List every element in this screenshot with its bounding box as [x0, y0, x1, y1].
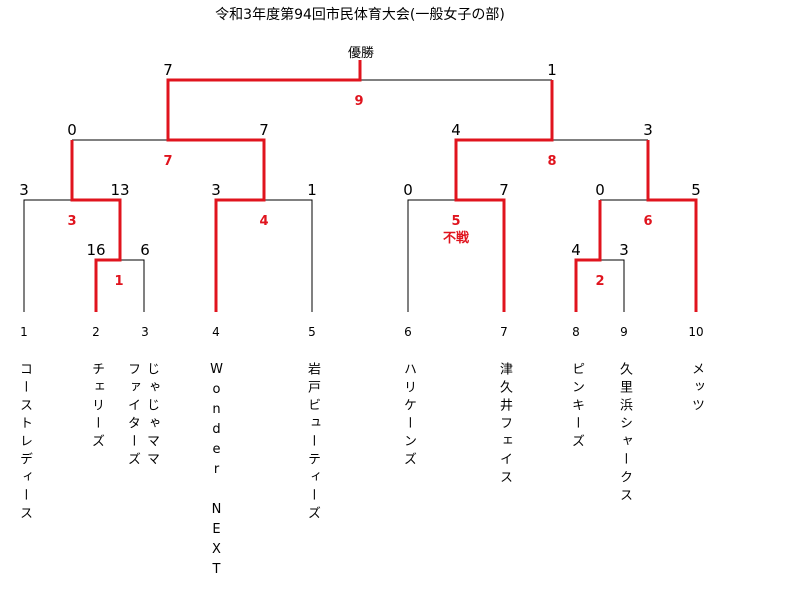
match-number: 5 不戦	[443, 213, 469, 247]
score: 0	[67, 121, 77, 139]
team-name: ピンキーズ	[569, 362, 584, 452]
team-name: じゃじゃママ	[144, 362, 159, 470]
page-title: 令和3年度第94回市民体育大会(一般女子の部)	[215, 7, 505, 23]
match-number: 6	[643, 214, 653, 229]
score: 3	[643, 121, 653, 139]
score: 7	[163, 61, 173, 79]
match-number: 2	[595, 274, 605, 289]
team-name: 久里浜シャークス	[617, 362, 632, 506]
score: 7	[499, 181, 509, 199]
team-name: 岩戸ビューティーズ	[305, 362, 320, 524]
team-name: Wonder NEXT	[209, 362, 224, 582]
score: 3	[19, 181, 29, 199]
team-seed: 1	[20, 325, 28, 339]
team-name: 津久井フェイス	[497, 362, 512, 488]
match-number-value: 5	[451, 214, 461, 229]
score: 0	[403, 181, 413, 199]
score: 5	[691, 181, 701, 199]
team-name: メッツ	[689, 362, 704, 416]
score: 3	[619, 241, 629, 259]
team-seed: 7	[500, 325, 508, 339]
champion-label: 優勝	[347, 46, 375, 61]
match-number: 7	[163, 154, 173, 169]
match-number: 1	[114, 274, 124, 289]
match-number: 8	[547, 154, 557, 169]
bracket-winner-lines	[70, 60, 698, 312]
team-seed: 6	[404, 325, 412, 339]
team-seed: 5	[308, 325, 316, 339]
score: 1	[547, 61, 557, 79]
score: 1	[307, 181, 317, 199]
team-name: コーストレディース	[17, 362, 32, 524]
score: 16	[86, 241, 106, 259]
score: 3	[211, 181, 221, 199]
match-number: 3	[67, 214, 77, 229]
team-seed: 4	[212, 325, 220, 339]
team-name: ハリケーンズ	[401, 362, 416, 470]
team-name: チェリーズ	[89, 362, 104, 452]
team-seed: 9	[620, 325, 628, 339]
score: 0	[595, 181, 605, 199]
match-number: 4	[259, 214, 269, 229]
match-number: 9	[354, 94, 364, 109]
forfeit-note: 不戦	[442, 231, 470, 246]
team-name-line2: ファイターズ	[125, 362, 140, 470]
score: 6	[140, 241, 150, 259]
team-seed: 8	[572, 325, 580, 339]
score: 4	[571, 241, 581, 259]
team-seed: 10	[688, 325, 704, 339]
score: 7	[259, 121, 269, 139]
score: 13	[110, 181, 130, 199]
team-seed: 2	[92, 325, 100, 339]
team-seed: 3	[141, 325, 149, 339]
score: 4	[451, 121, 461, 139]
